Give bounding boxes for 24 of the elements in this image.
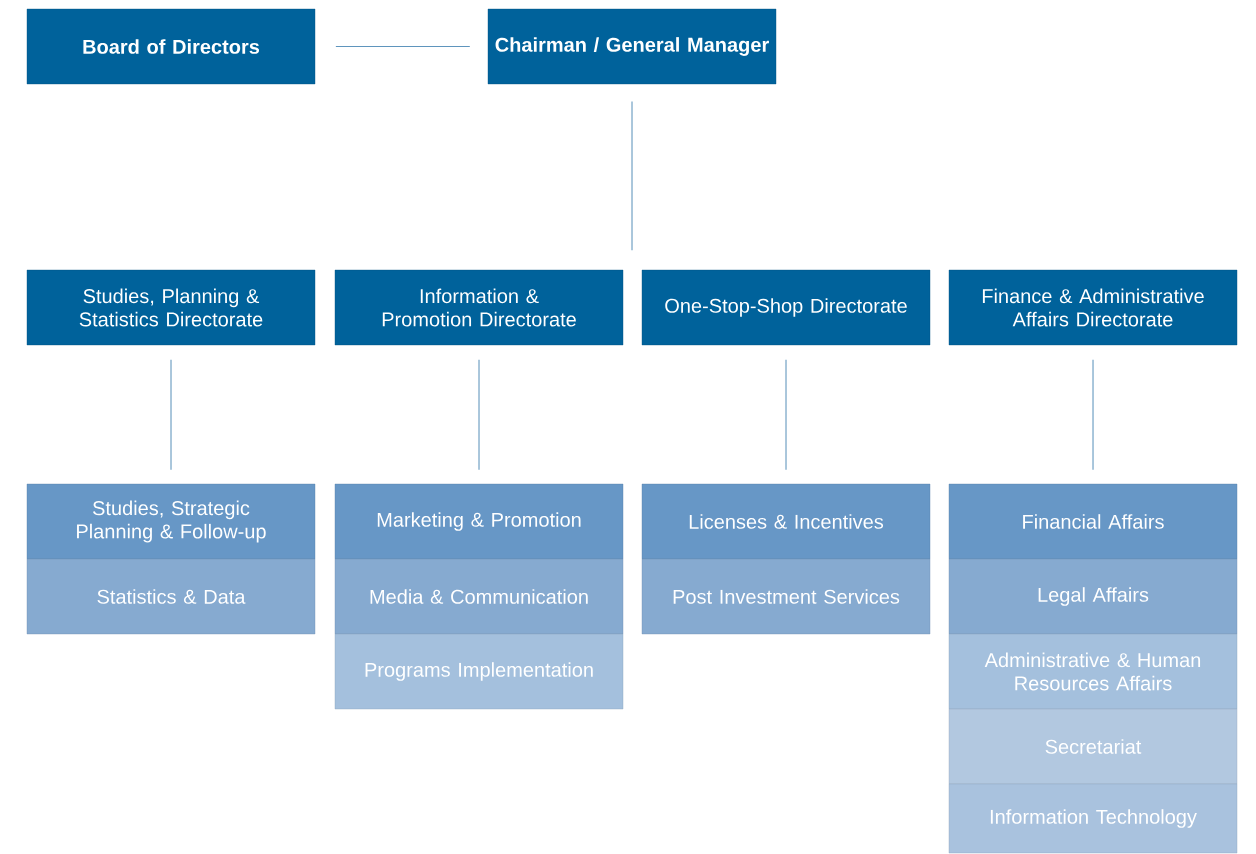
unit-box: Legal Affairs (948, 558, 1238, 635)
connector-line (478, 359, 480, 471)
connector-line (785, 359, 787, 471)
unit-box: Administrative & Human Resources Affairs (948, 633, 1238, 710)
unit-box: Programs Implementation (334, 633, 624, 710)
connector-line (170, 359, 172, 471)
connector-line (335, 45, 471, 48)
connector-line (631, 100, 633, 251)
unit-box: Financial Affairs (948, 483, 1238, 560)
unit-box: Studies, Strategic Planning & Follow-up (26, 483, 316, 560)
directorate-box: Finance & Administrative Affairs Directorate (948, 269, 1238, 346)
unit-box: Licenses & Incentives (641, 483, 931, 560)
executive-box: Chairman / General Manager (487, 8, 777, 85)
unit-box: Secretariat (948, 708, 1238, 785)
unit-box: Statistics & Data (26, 558, 316, 635)
unit-box: Media & Communication (334, 558, 624, 635)
directorate-box: Information & Promotion Directorate (334, 269, 624, 346)
unit-box: Marketing & Promotion (334, 483, 624, 560)
connector-line (1092, 359, 1094, 471)
directorate-box: Studies, Planning & Statistics Directorate (26, 269, 316, 346)
directorate-box: One-Stop-Shop Directorate (641, 269, 931, 346)
unit-box: Information Technology (948, 783, 1238, 854)
unit-box: Post Investment Services (641, 558, 931, 635)
board-box: Board of Directors (26, 8, 316, 85)
